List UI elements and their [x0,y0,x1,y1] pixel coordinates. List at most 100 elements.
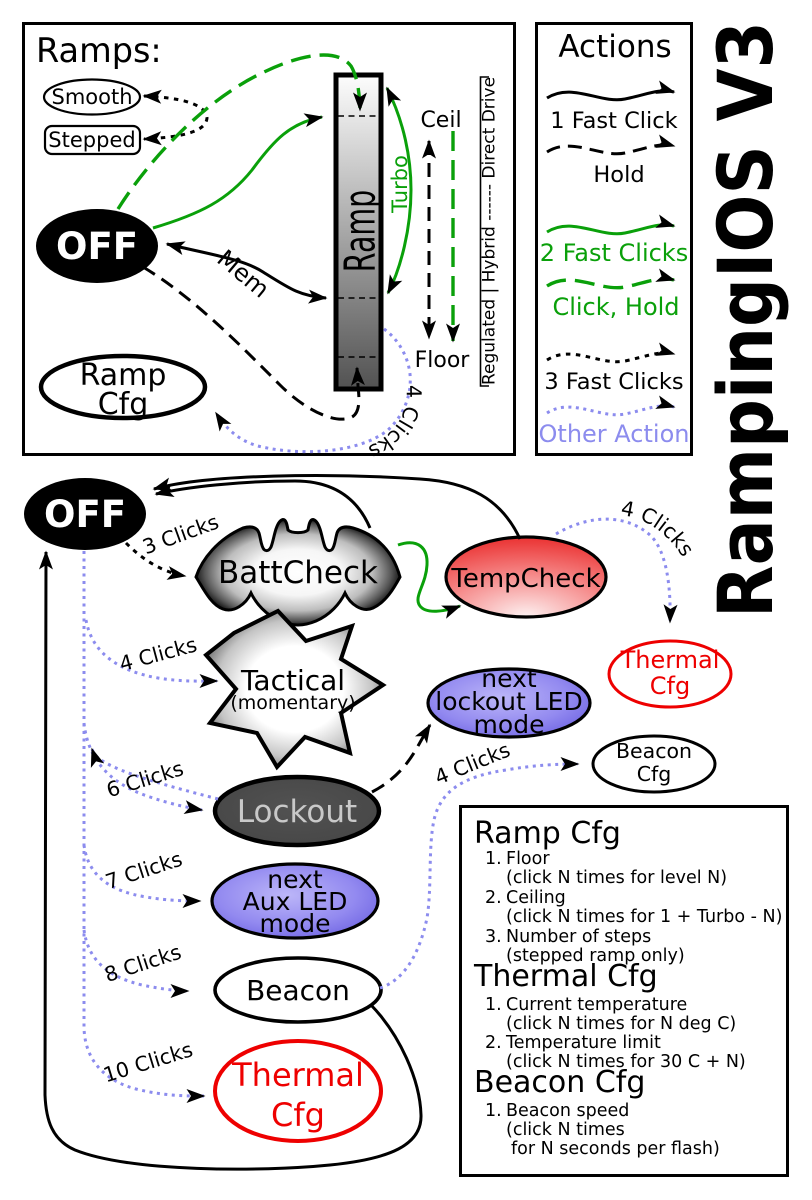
edge-off-hold-floor [142,265,365,421]
config-ramp-item3-text: Number of steps [506,927,651,947]
node-next-aux-led-label-1: next [267,865,323,894]
edge-off-battcheck [124,541,187,580]
node-off-top-label: OFF [56,225,138,268]
node-thermal-cfg-label-2: Cfg [650,672,690,700]
edge-spine-10clicks [82,551,206,1103]
config-thermal-item1-sub: (click N times for N deg C) [506,1014,736,1034]
node-tactical-label-2: (momentary) [230,692,355,714]
actions-panel-border [535,22,693,456]
ceil-label: Ceil [420,108,461,133]
node-thermal-cfg-bottom-label-1: Thermal [231,1056,364,1094]
node-next-lockout-led-label-3: mode [474,710,545,739]
ramps-panel: Ramps: Smooth Stepped Ramp OFF Ramp Cfg … [22,22,516,464]
edge-4clicks-tactical [84,619,219,689]
edge-tempcheck-off [152,474,522,540]
node-next-aux-led-label-3: mode [260,909,331,938]
legend-line-otheraction [546,395,676,417]
node-beacon-cfg [591,734,717,794]
edge-smooth-stepped-toggle [142,89,209,146]
node-ramp-cfg-label-1: Ramp [80,358,167,393]
legend-label-otheraction: Other Action [539,420,690,448]
edge-off-clickhold-ceiling [116,53,367,210]
node-thermal-cfg [607,639,733,709]
node-stepped-label: Stepped [48,128,135,152]
config-thermal-title: Thermal Cfg [473,959,658,994]
node-tactical [203,608,387,771]
node-off-main-label: OFF [44,493,126,536]
actions-panel: Actions 1 Fast Click Hold 2 Fast Clicks … [535,22,693,456]
edge-return-off-loop [38,550,423,1171]
legend-line-3fastclicks [546,342,676,364]
label-8clicks: 8 Clicks [102,940,185,987]
node-smooth-label: Smooth [51,85,132,109]
actions-panel-heading: Actions [558,29,671,65]
config-panel-border [459,805,789,1177]
config-ramp-item2-sub: (click N times for 1 + Turbo - N) [506,907,782,927]
edge-6clicks-lockout [82,722,204,815]
legend-label-clickhold: Click, Hold [552,293,679,321]
floor-label: Floor [415,348,471,373]
config-thermal-item2-num: 2. [485,1033,502,1053]
config-beacon-item1-text: Beacon speed [506,1101,629,1121]
config-ramp-title: Ramp Cfg [474,816,621,851]
node-thermal-cfg-label-1: Thermal [620,646,720,674]
node-tempcheck-label: TempCheck [450,564,600,594]
config-ramp-item3-num: 3. [485,927,502,947]
node-battcheck [194,517,402,627]
node-next-aux-led-label-2: Aux LED [243,887,348,916]
ramps-panel-heading: Ramps: [36,31,162,70]
node-off-top [36,209,158,283]
config-thermal-item1-num: 1. [485,995,502,1015]
legend-line-2fastclicks [546,214,676,236]
config-ramp-item2-text: Ceiling [506,888,566,908]
node-stepped [43,124,142,156]
config-panel: Ramp Cfg 1. Floor (click N times for lev… [459,805,789,1177]
label-4clicks-beacon: 4 Clicks [431,738,513,790]
config-beacon-item1-sub1: (click N times [506,1120,625,1140]
node-battcheck-label: BattCheck [218,555,378,591]
node-next-lockout-led-label-2: lockout LED [435,687,582,716]
legend-line-hold [546,134,676,156]
label-7clicks: 7 Clicks [103,847,186,894]
node-lockout [212,774,382,848]
edge-turbo-arc [385,86,413,295]
node-tempcheck [444,535,608,619]
node-beacon-label: Beacon [246,974,350,1007]
node-ramp-cfg [38,353,208,421]
edge-tempcheck-thermalcfg [555,517,678,624]
node-beacon [213,956,383,1024]
node-beacon-cfg-label-1: Beacon [616,739,692,763]
config-beacon-title: Beacon Cfg [474,1065,645,1100]
node-next-lockout-led [426,667,592,739]
ramp-bar-label: Ramp [335,190,386,272]
config-beacon-item1-sub2: for N seconds per flash) [511,1139,720,1159]
legend-label-2fastclicks: 2 Fast Clicks [540,239,688,267]
node-off-main [24,478,146,550]
node-smooth [42,78,142,116]
config-thermal-item2-sub: (click N times for 30 C + N) [506,1052,746,1072]
edge-battcheck-off [154,479,372,529]
label-4clicks-thermal: 4 Clicks [619,496,699,561]
config-ramp-item1-num: 1. [485,849,502,869]
config-ramp-item2-num: 2. [485,888,502,908]
label-10clicks: 10 Clicks [100,1037,195,1087]
node-next-lockout-led-label-1: next [481,664,537,693]
node-thermal-cfg-bottom [213,1039,383,1143]
edge-8clicks-beacon [82,929,190,998]
config-ramp-item3-sub: (stepped ramp only) [506,946,685,966]
page-title: RampingIOS V3 [701,21,790,618]
legend-label-3fastclicks: 3 Fast Clicks [544,369,683,395]
legend-line-1fastclick [546,80,676,102]
turbo-label: Turbo [388,155,412,214]
node-tactical-label-1: Tactical [240,664,345,697]
drive-scale-bracket [479,76,489,387]
label-4clicks-tactical: 4 Clicks [117,632,200,676]
node-beacon-cfg-label-2: Cfg [637,762,672,786]
config-ramp-item1-sub: (click N times for level N) [506,868,727,888]
legend-label-1fastclick: 1 Fast Click [550,108,677,134]
legend-label-hold: Hold [593,162,644,188]
ramp-bar [333,72,384,392]
edge-4clicks-rampcfg [214,327,412,454]
config-thermal-item2-text: Temperature limit [505,1033,661,1053]
